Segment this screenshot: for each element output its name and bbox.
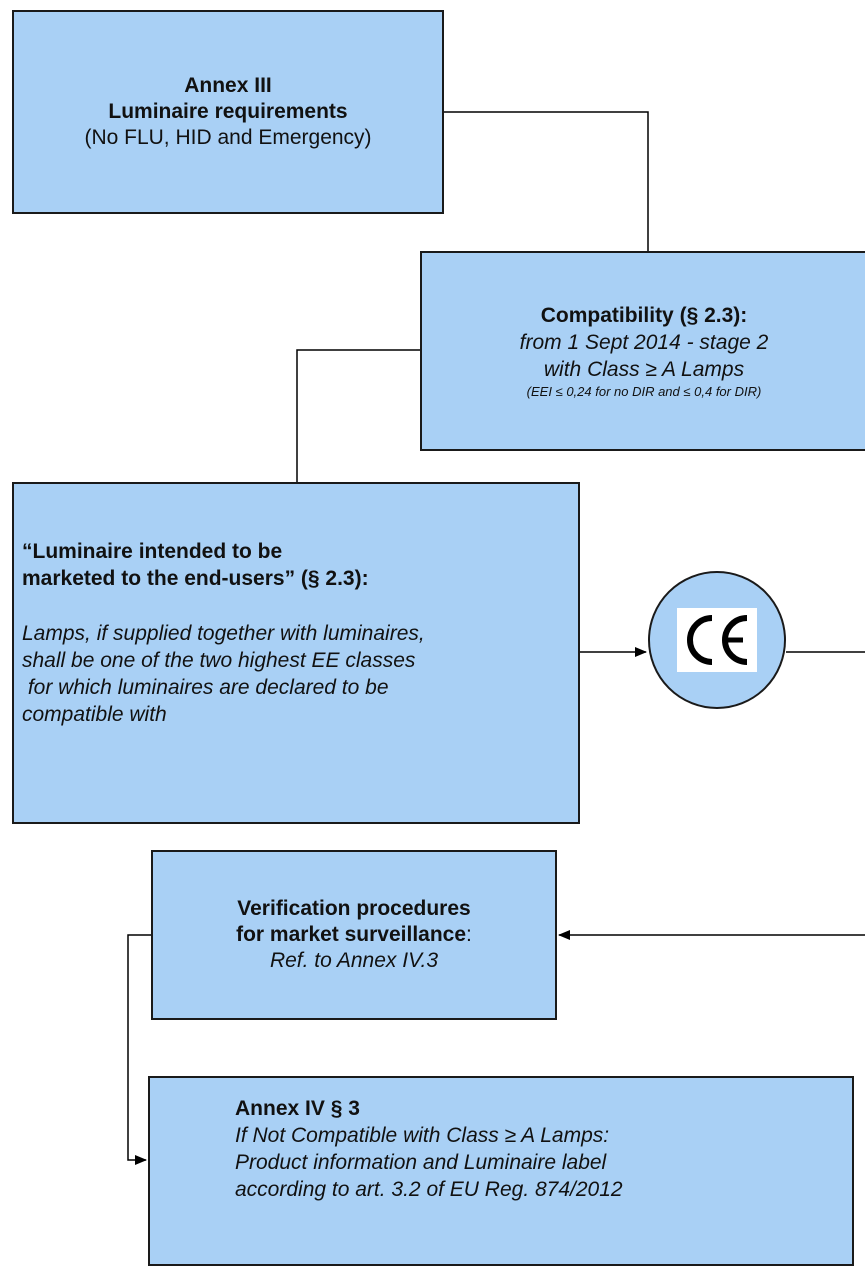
connector-compat-to-luminaire (296, 349, 420, 482)
annex4-title: Annex IV § 3 (235, 1097, 360, 1120)
verification-colon: : (466, 923, 472, 946)
ce-mark-icon (677, 608, 757, 672)
luminaire-box: “Luminaire intended to be marketed to th… (12, 482, 580, 824)
verification-ref: Ref. to Annex IV.3 (269, 949, 439, 972)
annex3-box: Annex III Luminaire requirements (No FLU… (12, 10, 444, 214)
verification-box: Verification procedures for market surve… (151, 850, 557, 1020)
compatibility-note: (EEI ≤ 0,24 for no DIR and ≤ 0,4 for DIR… (526, 383, 762, 399)
ce-mark-circle (648, 571, 786, 709)
compatibility-box: Compatibility (§ 2.3): from 1 Sept 2014 … (420, 251, 865, 451)
annex3-subtitle: Luminaire requirements (108, 100, 348, 123)
luminaire-body-line4: compatible with (22, 703, 167, 726)
arrow-verification-to-annex4 (127, 934, 151, 1165)
luminaire-title-line1: “Luminaire intended to be (22, 540, 283, 563)
ce-glyph (687, 615, 748, 665)
annex4-line2: Product information and Luminaire label (235, 1151, 607, 1174)
compatibility-title: Compatibility (§ 2.3): (540, 303, 748, 327)
annex4-box: Annex IV § 3 If Not Compatible with Clas… (148, 1076, 854, 1266)
verification-title-line2: for market surveillance (236, 923, 467, 946)
luminaire-body-line2: shall be one of the two highest EE class… (22, 649, 416, 672)
annex3-note: (No FLU, HID and Emergency) (84, 126, 372, 149)
luminaire-body-line3: for which luminaires are declared to be (22, 676, 389, 699)
annex4-line3: according to art. 3.2 of EU Reg. 874/201… (235, 1178, 623, 1201)
compatibility-line2: with Class ≥ A Lamps (543, 357, 745, 381)
compatibility-line1: from 1 Sept 2014 - stage 2 (519, 330, 769, 354)
luminaire-title-line2: marketed to the end-users” (§ 2.3): (22, 567, 369, 590)
annex4-line1: If Not Compatible with Class ≥ A Lamps: (235, 1124, 610, 1147)
annex3-title: Annex III (184, 74, 272, 97)
connector-annex3-to-compat (444, 111, 649, 251)
verification-title-line1: Verification procedures (237, 897, 471, 920)
luminaire-body-line1: Lamps, if supplied together with luminai… (22, 622, 425, 645)
